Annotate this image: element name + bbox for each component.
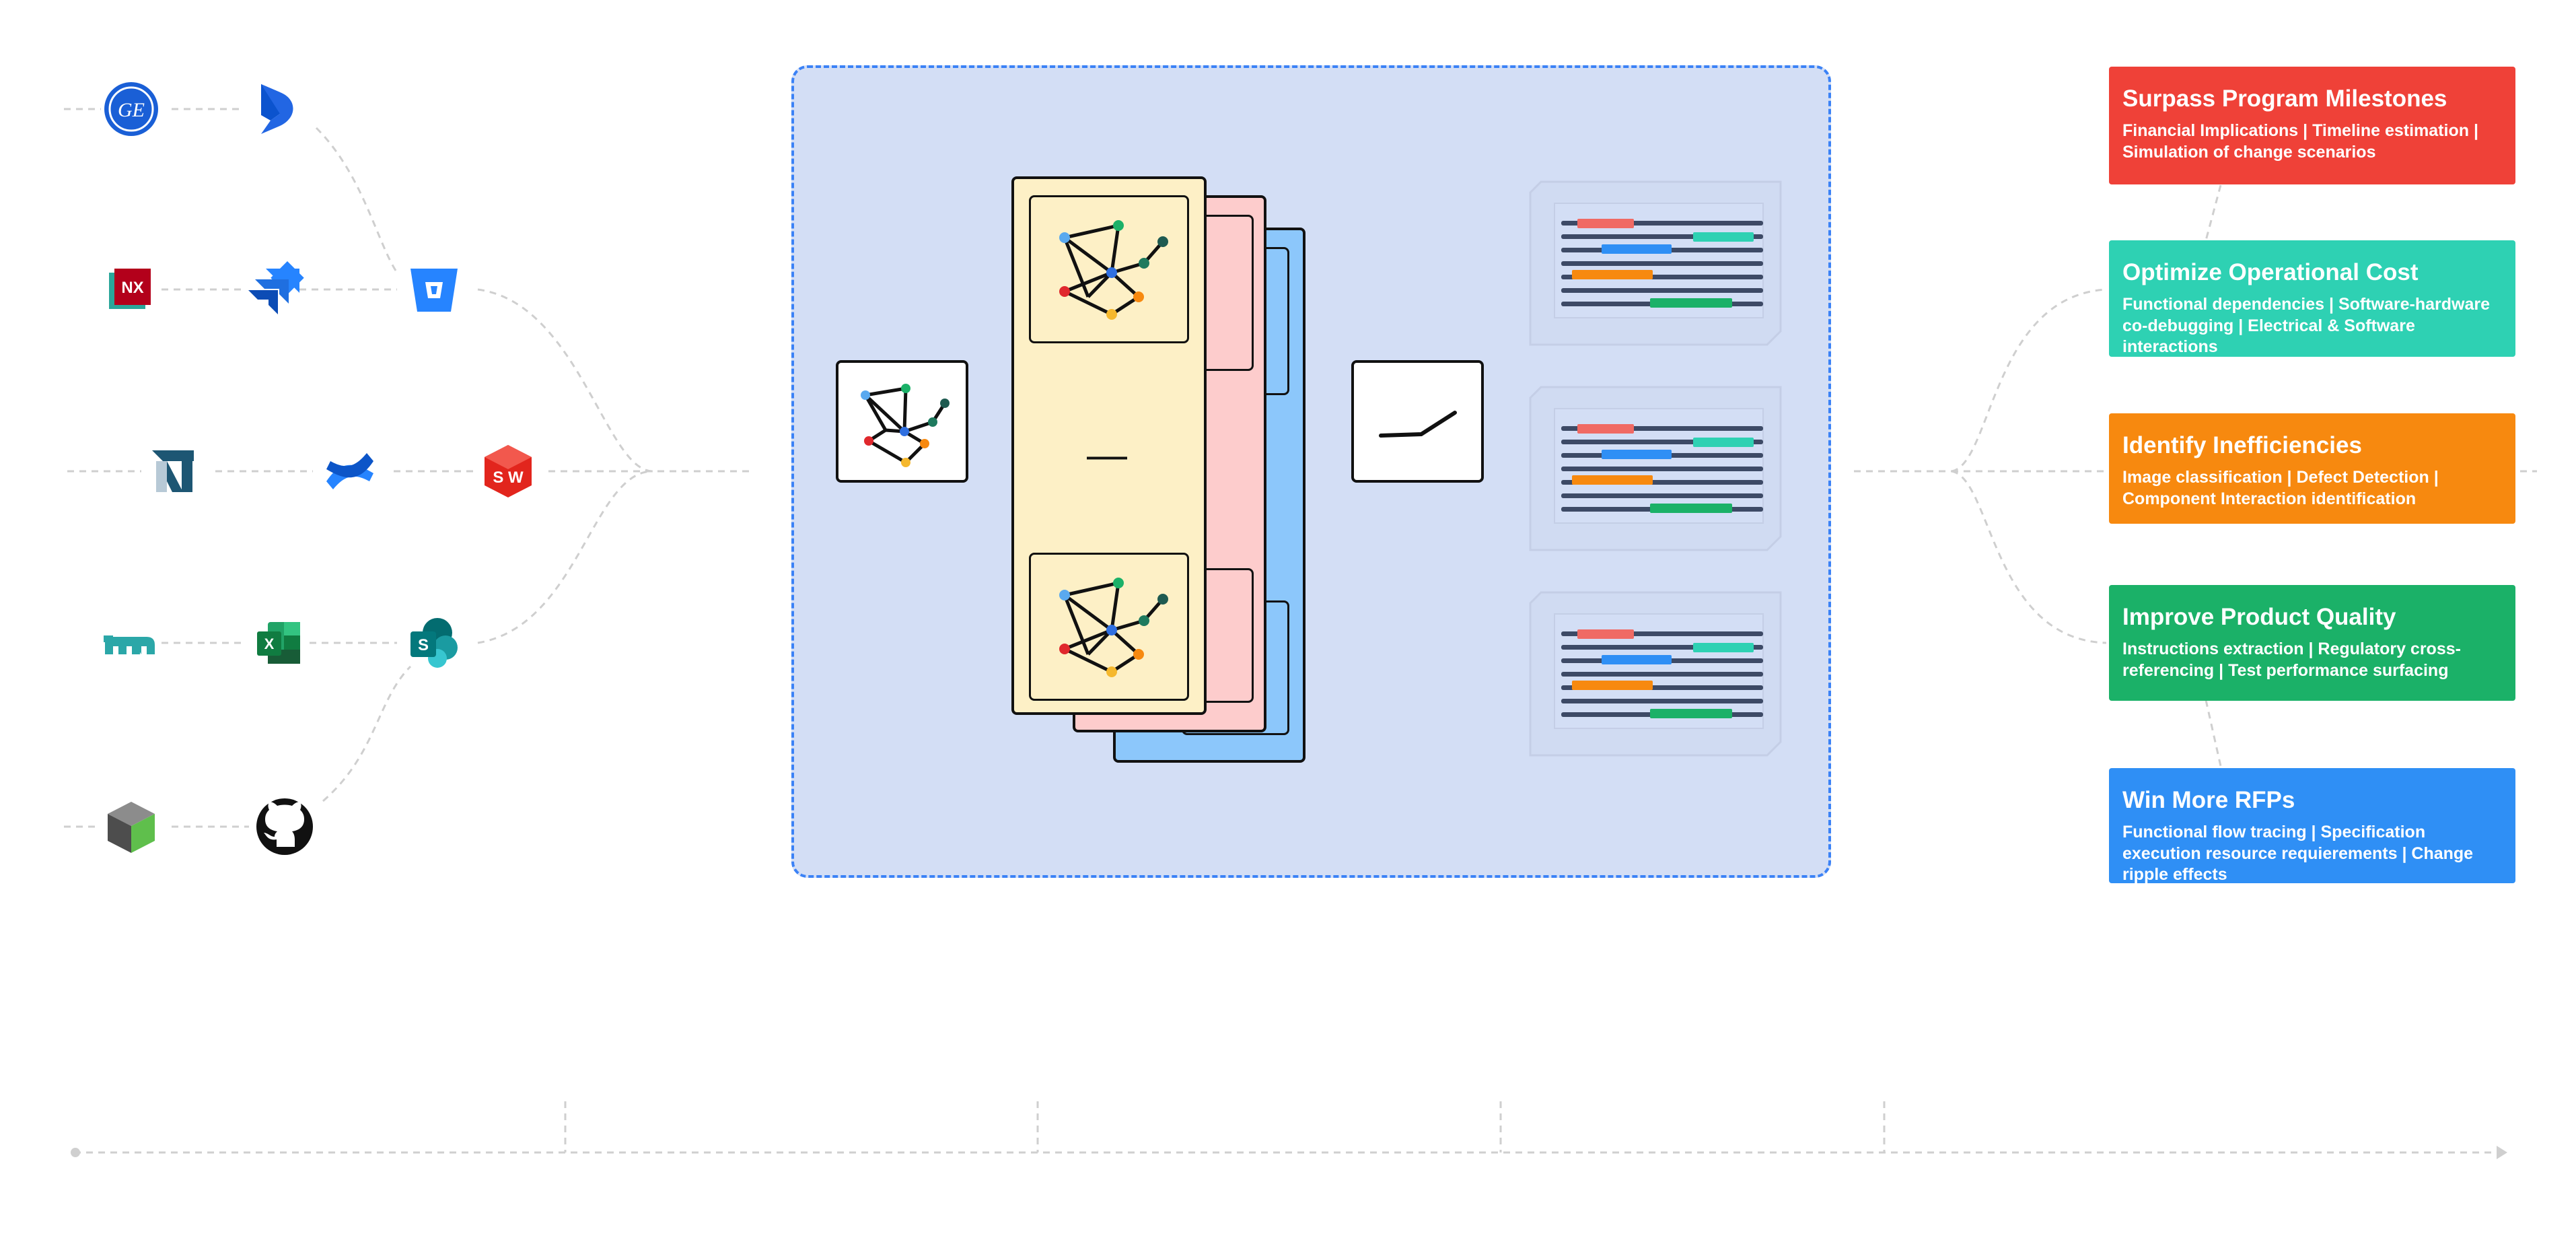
connector <box>1951 288 2107 473</box>
outcome-title: Optimize Operational Cost <box>2122 259 2419 285</box>
outcome-description: Financial Implications | Timeline estima… <box>2122 121 2478 162</box>
dynamics-365-icon <box>248 79 308 139</box>
solidworks-icon: S W <box>478 441 538 502</box>
svg-text:S W: S W <box>493 469 524 487</box>
outcome-tag: Software-hardware co-debugging <box>2122 295 2491 335</box>
outcome-title: Identify Inefficiencies <box>2122 432 2362 458</box>
outcome-description: Functional flow tracing | Specification … <box>2122 823 2474 884</box>
outcome-tag: Functional dependencies <box>2122 295 2325 314</box>
yellow-card-graph-bottom <box>1029 553 1189 701</box>
axis-start-dot <box>71 1148 80 1157</box>
outcome-card-inefficiencies: Identify Inefficiencies Image classifica… <box>2109 413 2515 524</box>
outcome-tag: Test performance surfacing <box>2228 660 2449 680</box>
output-documents <box>1529 180 1782 757</box>
outcome-description: Instructions extraction | Regulatory cro… <box>2122 640 2461 680</box>
outcome-title: Improve Product Quality <box>2122 604 2396 630</box>
n-logo-icon <box>143 441 203 502</box>
outcome-title: Surpass Program Milestones <box>2122 85 2447 112</box>
connector <box>477 470 653 644</box>
outcome-tag: Image classification <box>2122 468 2283 487</box>
bitbucket-icon <box>404 259 464 320</box>
jira-icon <box>246 259 306 320</box>
connector <box>315 127 398 273</box>
svg-text:S: S <box>418 636 429 654</box>
outcome-tag: Instructions extraction <box>2122 640 2304 659</box>
yellow-graph-card: — <box>1011 176 1207 715</box>
confluence-icon <box>320 441 380 502</box>
graph-network-icon <box>1059 220 1168 320</box>
connector <box>2205 699 2222 767</box>
yellow-card-graph-top <box>1029 195 1189 343</box>
outcome-description: Functional dependencies | Software-hardw… <box>2122 295 2491 356</box>
github-icon <box>254 796 315 857</box>
outcome-tag: Defect Detection <box>2296 468 2429 487</box>
outcome-tag: Electrical & Software interactions <box>2122 316 2415 356</box>
activation-function-box <box>1351 360 1484 483</box>
outcome-card-product-quality: Improve Product Quality Instructions ext… <box>2109 585 2515 701</box>
connector <box>477 288 653 473</box>
svg-text:NX: NX <box>121 279 143 297</box>
graph-network-icon <box>1059 578 1168 677</box>
general-electric-logo-icon: GE <box>101 79 162 139</box>
outcome-tag: Specification execution resource requier… <box>2122 823 2426 863</box>
outcome-card-milestones: Surpass Program Milestones Financial Imp… <box>2109 67 2515 184</box>
outcome-description: Image classification | Defect Detection … <box>2122 468 2439 508</box>
output-document <box>1529 591 1782 757</box>
outcome-title: Win More RFPs <box>2122 787 2295 813</box>
m-logo-icon <box>100 613 160 673</box>
outcome-tag: Regulatory cross-referencing <box>2122 640 2461 680</box>
outcome-tag: Change ripple effects <box>2122 843 2474 884</box>
siemens-nx-icon: NX <box>100 259 160 320</box>
excel-icon: X <box>248 613 308 673</box>
connector <box>2205 184 2222 241</box>
outcome-tag: Timeline estimation <box>2312 121 2469 141</box>
input-graph-box <box>836 360 968 483</box>
ellipsis-dash: — <box>1087 432 1127 477</box>
svg-text:GE: GE <box>118 99 145 121</box>
outcome-tag: Component Interaction identification <box>2122 489 2417 508</box>
connector <box>1951 470 2107 644</box>
connector <box>322 665 412 802</box>
axis-arrowhead <box>2497 1146 2507 1159</box>
outcome-card-operational-cost: Optimize Operational Cost Functional dep… <box>2109 240 2515 357</box>
outcome-tag: Financial Implications <box>2122 121 2299 141</box>
outcome-card-rfps: Win More RFPs Functional flow tracing | … <box>2109 768 2515 884</box>
sharepoint-icon: S <box>404 613 464 673</box>
svg-text:X: X <box>264 635 275 652</box>
3d-cube-icon <box>101 796 162 857</box>
output-document <box>1529 386 1782 551</box>
outcome-tag: Functional flow tracing <box>2122 823 2307 842</box>
output-document <box>1529 180 1782 346</box>
relu-icon <box>1379 411 1457 438</box>
graph-network-icon <box>861 384 950 467</box>
outcome-tag: Simulation of change scenarios <box>2122 142 2376 162</box>
